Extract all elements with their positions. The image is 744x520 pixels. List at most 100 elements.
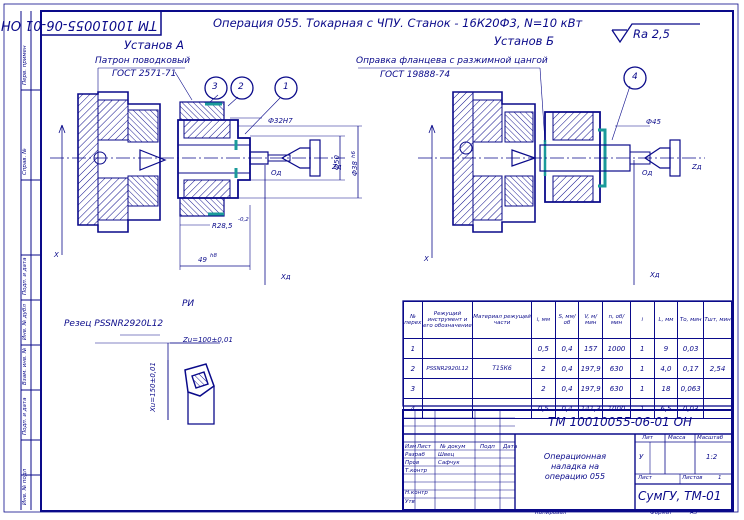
role-utv: Утв [405, 499, 415, 505]
cutter-label: Резец PSSNR2920L12 [64, 319, 164, 329]
callout-4: 4 [632, 72, 638, 82]
table-cell: 0,4 [554, 378, 580, 399]
table-cell: 0,4 [554, 358, 580, 379]
point-od-b: Од [642, 169, 653, 177]
table-cell: 9 [653, 338, 679, 359]
callout-3: 3 [212, 82, 218, 92]
table-header-row: № перех Режущий инструмент и его обознач… [403, 301, 732, 339]
table-cell: 2 [530, 378, 556, 399]
table-cell: 4 [403, 398, 423, 419]
col-date: Дата [503, 444, 518, 450]
tool-zu: Zu=100±0,01 [183, 336, 233, 344]
dim-bore-b: Ф45 [646, 118, 661, 126]
table-row: 2 PSSNR2920L12 Т15К6 2 0,4 197,9 630 1 4… [403, 358, 732, 379]
role-razrab: Разраб [405, 452, 425, 458]
format-value: А3 [690, 510, 698, 516]
table-cell [703, 338, 732, 359]
scale-label: Масштаб [697, 435, 724, 441]
table-cell: 0,5 [530, 338, 556, 359]
table-cell: 0,4 [554, 398, 580, 419]
role-nkontr: Н.контр [405, 490, 428, 496]
table-cell: 630 [602, 358, 631, 379]
table-cell: 2 [403, 358, 423, 379]
table-cell: 630 [602, 378, 631, 399]
table-cell [421, 338, 474, 359]
name-razrab: Швец [438, 452, 455, 458]
point-od-a: Од [271, 169, 282, 177]
table-cell [703, 378, 732, 399]
table-cell: 0,17 [677, 358, 705, 379]
axis-x-b: Х [424, 255, 429, 263]
axis-xd-a: Хд [281, 273, 291, 281]
table-cell: 3 [403, 378, 423, 399]
role-tkontr: Т.контр [405, 468, 428, 474]
table-header: Тшт, мин [703, 301, 732, 339]
col-doc: № докум [440, 444, 466, 450]
top-stamp-code: ТМ 10010055-06-01 ОН [0, 17, 157, 32]
mass-label: Масса [668, 435, 686, 441]
side-stamp-1: Перв. примен [22, 45, 28, 85]
lit-label: Лит [642, 435, 653, 441]
table-cell: 1 [629, 378, 655, 399]
cutting-table: № перех Режущий инструмент и его обознач… [403, 301, 732, 419]
outer-frame [3, 3, 739, 513]
table-cell: 1000 [602, 398, 631, 419]
table-header: Материал режущей части [472, 301, 532, 339]
dim-d38-tol: h6 [351, 151, 357, 158]
table-cell: 0,063 [677, 378, 705, 399]
table-cell [703, 398, 732, 419]
inner-frame [40, 10, 734, 512]
dim-radius-tol: -0,2 [238, 217, 249, 223]
table-header: n, об/мин [602, 301, 631, 339]
side-stamp-5: Взам. инв. № [22, 347, 28, 385]
chuck-gost: ГОСТ 2571-71 [112, 69, 177, 79]
dim-length-tol: h8 [210, 253, 217, 259]
table-cell [472, 398, 532, 419]
side-stamp-2: Справ. № [22, 148, 28, 175]
table-cell: 141,3 [578, 398, 604, 419]
table-cell: 4,0 [653, 358, 679, 379]
table-cell: 0,03 [677, 338, 705, 359]
table-row: 1 0,5 0,4 157 1000 1 9 0,03 [403, 338, 732, 359]
sheet-label: Лист [638, 475, 652, 481]
table-cell [472, 378, 532, 399]
table-header: i, мм [530, 301, 556, 339]
mandrel-gost: ГОСТ 19888-74 [380, 70, 451, 80]
table-header: То, мин [677, 301, 705, 339]
table-cell: 1 [629, 338, 655, 359]
table-header: i [629, 301, 655, 339]
dim-length: 49 [198, 256, 207, 264]
table-cell: 0,4 [554, 338, 580, 359]
axis-xd-b: Хд [650, 271, 660, 279]
chuck-label: Патрон поводковый [95, 56, 191, 66]
format-label: Формат [650, 510, 673, 516]
copied-label: Копировал [535, 510, 567, 516]
side-stamp-7: Инв. № подл [22, 468, 28, 505]
table-cell [472, 338, 532, 359]
axis-zd-b: Zд [692, 163, 702, 171]
table-row: 3 2 0,4 197,9 630 1 18 0,063 [403, 378, 732, 399]
table-header: № перех [403, 301, 423, 339]
table-header: L, мм [653, 301, 679, 339]
side-stamp-6: Подп. и дата [22, 397, 28, 435]
table-cell: PSSNR2920L12 [421, 358, 474, 379]
table-row: 4 0,5 0,4 141,3 1000 1 6,5 0,03 [403, 398, 732, 419]
sheets-value: 1 [718, 475, 722, 481]
dim-radius: R28,5 [212, 222, 233, 230]
table-cell: 1000 [602, 338, 631, 359]
table-cell: 1 [629, 398, 655, 419]
title-doc-name: Операционная наладка на операцию 055 [543, 452, 607, 481]
table-cell [421, 378, 474, 399]
table-cell: 1 [629, 358, 655, 379]
col-sign: Подп [480, 444, 495, 450]
tool-xu: Хu=150±0,01 [149, 362, 157, 412]
table-cell: 0,5 [530, 398, 556, 419]
table-cell: 2,54 [703, 358, 732, 379]
name-prov: Сафчук [438, 460, 460, 466]
table-cell: 197,9 [578, 358, 604, 379]
lit-value: У [639, 453, 644, 461]
table-cell [421, 398, 474, 419]
mandrel-label: Оправка фланцева с разжимной цангой [356, 56, 548, 66]
